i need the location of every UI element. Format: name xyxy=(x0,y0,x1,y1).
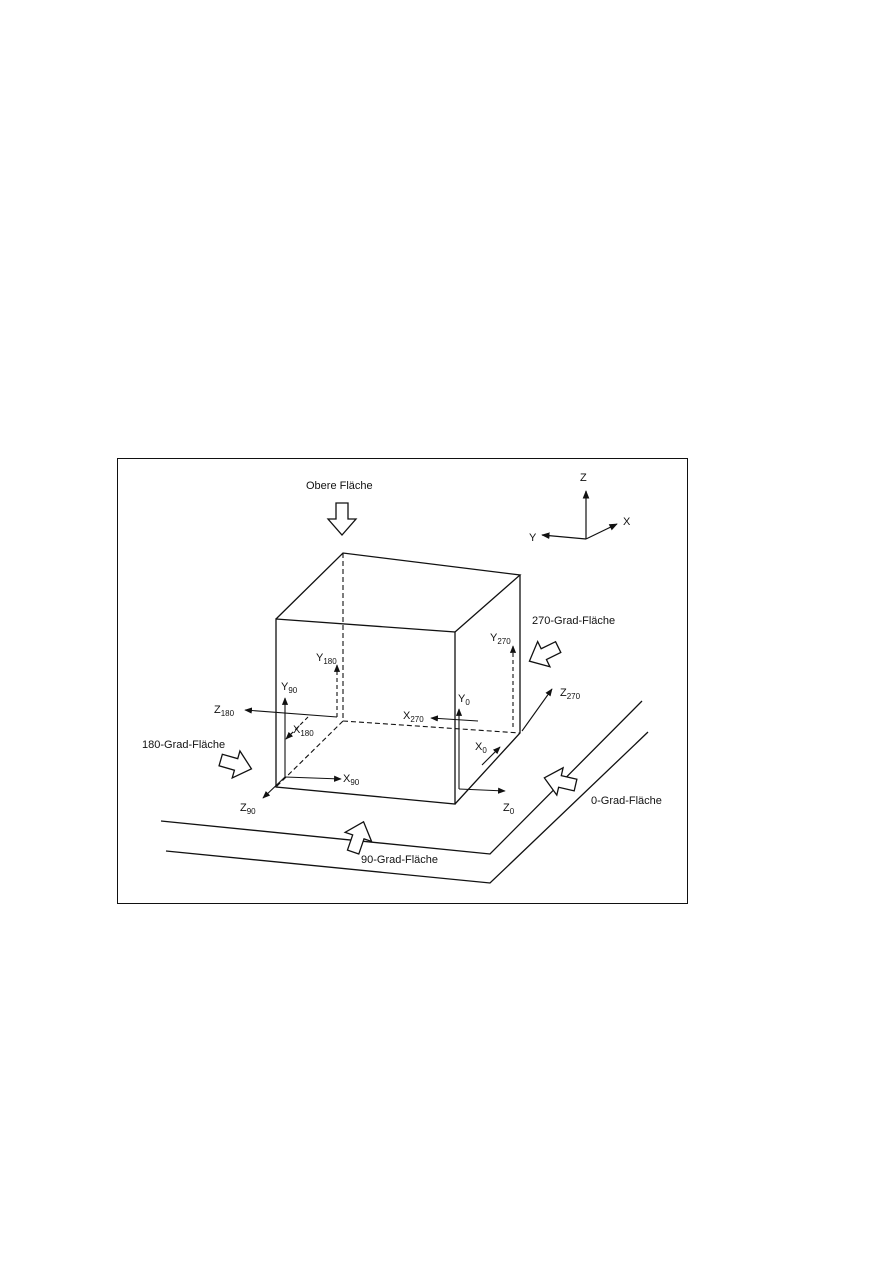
z90-label: Z90 xyxy=(240,802,256,816)
face-0-label: 0-Grad-Fläche xyxy=(591,795,662,807)
cube-right-edges xyxy=(454,575,521,805)
z0-axis xyxy=(458,787,506,794)
face-270-arrow xyxy=(528,639,562,668)
z270-label: Z270 xyxy=(560,687,581,701)
orientation-diagram: Z X Y Obere Fläche 270-Grad-Fläche 180-G… xyxy=(142,472,662,884)
z0-label: Z0 xyxy=(503,802,515,816)
y270-label: Y270 xyxy=(490,632,511,646)
global-x-axis xyxy=(585,523,618,540)
x90-label: X90 xyxy=(343,773,360,787)
y180-label: Y180 xyxy=(316,652,337,666)
cube-front-face xyxy=(275,618,456,805)
global-y-label: Y xyxy=(529,532,537,544)
x0-axis xyxy=(481,746,501,766)
z180-label: Z180 xyxy=(214,704,235,718)
cube-top-face xyxy=(275,552,522,633)
x270-axis xyxy=(430,715,479,722)
figure-frame: Z X Y Obere Fläche 270-Grad-Fläche 180-G… xyxy=(117,458,688,904)
global-z-label: Z xyxy=(580,472,587,484)
y0-label: Y0 xyxy=(458,693,470,707)
face-180-arrow xyxy=(218,749,253,780)
face-180-label: 180-Grad-Fläche xyxy=(142,739,225,751)
x180-axis xyxy=(285,716,309,740)
z180-axis xyxy=(244,707,338,718)
face-90-label: 90-Grad-Fläche xyxy=(361,854,438,866)
top-face-label: Obere Fläche xyxy=(306,480,373,492)
x90-axis xyxy=(284,775,342,782)
face-0-arrow xyxy=(543,766,578,797)
conveyor-outline-inner xyxy=(160,700,643,855)
top-face-arrow xyxy=(326,502,358,536)
cube-hidden-back-edge xyxy=(342,720,521,734)
z270-axis xyxy=(521,688,553,732)
global-x-label: X xyxy=(623,516,631,528)
conveyor-outline-outer xyxy=(165,731,649,884)
z90-axis xyxy=(262,776,286,799)
x0-label: X0 xyxy=(475,741,487,755)
global-y-axis xyxy=(541,532,587,540)
x180-label: X180 xyxy=(293,724,314,738)
face-270-label: 270-Grad-Fläche xyxy=(532,615,615,627)
y90-label: Y90 xyxy=(281,681,298,695)
x270-label: X270 xyxy=(403,710,424,724)
face-90-arrow xyxy=(343,820,373,855)
